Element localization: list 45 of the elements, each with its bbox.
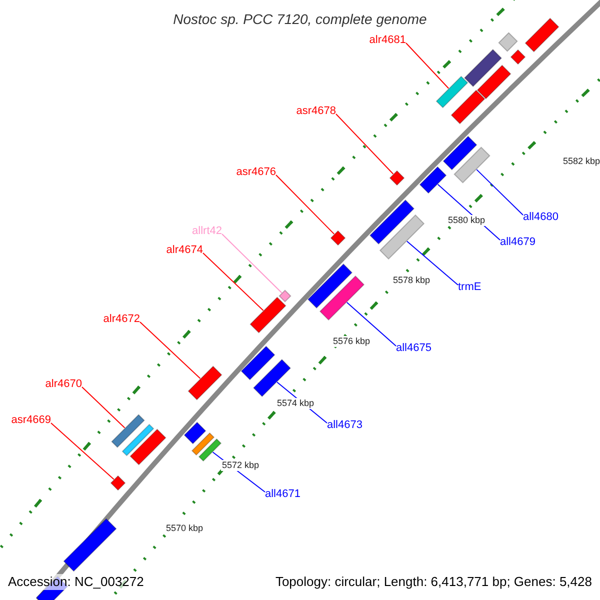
gene-label: alr4681 <box>369 33 406 47</box>
gene-label: asr4676 <box>236 165 276 179</box>
leader-line <box>476 169 524 216</box>
genome-info-text: Topology: circular; Length: 6,413,771 bp; Genes: 5,428 <box>275 574 592 590</box>
gene-label: all4680 <box>523 210 558 224</box>
leader-line <box>346 302 396 346</box>
gene-label: alr4670 <box>45 377 82 391</box>
leader-line <box>140 322 201 380</box>
gene-block <box>450 90 486 124</box>
gene-block <box>122 424 154 456</box>
gene-label: all4673 <box>327 418 362 432</box>
leader-line <box>222 234 282 294</box>
accession-text: Accession: NC_003272 <box>8 574 144 590</box>
gene-block <box>191 432 215 456</box>
leader-line <box>202 252 264 312</box>
position-label: 5574 kbp <box>276 398 316 409</box>
gene-label: asr4669 <box>11 413 51 427</box>
gene-label: all4675 <box>396 341 432 355</box>
gene-block <box>130 428 166 466</box>
position-label: 5570 kbp <box>165 523 204 534</box>
title: Nostoc sp. PCC 7120, complete genome <box>172 10 428 28</box>
position-label: 5582 kbp <box>562 156 600 167</box>
leader-line <box>406 42 450 89</box>
gene-block <box>278 290 292 302</box>
position-label: 5576 kbp <box>332 336 372 347</box>
gene-block <box>184 422 206 444</box>
position-label: 5572 kbp <box>221 460 260 471</box>
position-label: 5578 kbp <box>392 275 432 286</box>
leader-line <box>276 174 335 235</box>
gene-label: trmE <box>458 280 482 294</box>
gene-label: all4671 <box>265 487 300 501</box>
gene-block <box>110 475 126 491</box>
gene-label: allrt42 <box>192 224 222 238</box>
leader-line <box>406 240 458 286</box>
gene-block <box>476 64 512 100</box>
gene-label: alr4672 <box>103 312 140 326</box>
position-label: 5580 kbp <box>447 215 486 226</box>
gene-block <box>419 166 447 194</box>
gene-label: alr4674 <box>166 243 203 257</box>
leader-line <box>336 114 394 175</box>
gene-block <box>442 136 478 170</box>
gene-label: all4679 <box>500 235 536 249</box>
gene-label: asr4678 <box>296 104 336 118</box>
leader-line <box>82 386 126 428</box>
leader-line <box>50 422 114 480</box>
